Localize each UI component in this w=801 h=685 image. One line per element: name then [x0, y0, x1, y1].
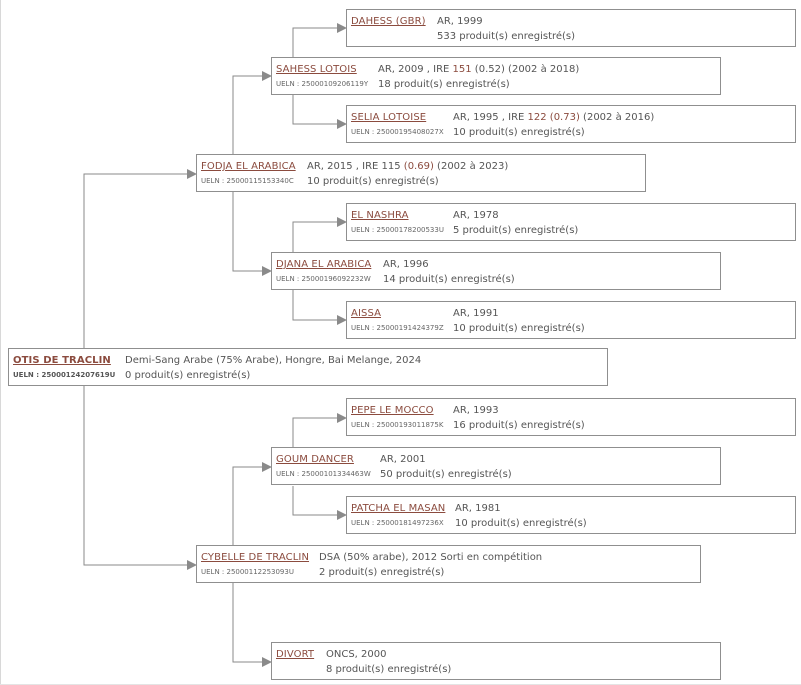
horse-name-link[interactable]: PEPE LE MOCCO	[351, 405, 434, 416]
horse-name-link[interactable]: OTIS DE TRACLIN	[13, 355, 111, 366]
horse-name-link[interactable]: SELIA LOTOISE	[351, 112, 427, 123]
horse-products: 50 produit(s) enregistré(s)	[380, 469, 512, 480]
node-root: OTIS DE TRACLIN UELN : 25000124207619U D…	[8, 348, 608, 386]
connector-dam-dam_dam	[232, 583, 272, 667]
horse-name-link[interactable]: GOUM DANCER	[276, 454, 354, 465]
horse-name-link[interactable]: DAHESS (GBR)	[351, 16, 426, 27]
connector-root-dam	[83, 386, 197, 570]
horse-name-link[interactable]: DJANA EL ARABICA	[276, 259, 372, 270]
horse-info: AR, 1991	[453, 308, 499, 319]
connector-sire_dam-aissa	[292, 290, 347, 325]
node-sire: FODJA EL ARABICA UELN : 25000115153340C …	[196, 154, 646, 192]
connector-sire-sire_sire	[232, 71, 272, 154]
info-text: AR, 1995 , IRE	[453, 112, 528, 123]
horse-name-link[interactable]: PATCHA EL MASAN	[351, 503, 446, 514]
horse-info: AR, 1993	[453, 405, 499, 416]
info-text: (2002 à 2016)	[579, 112, 655, 123]
node-sire-dam: DJANA EL ARABICA UELN : 25000196092232W …	[271, 252, 721, 290]
horse-products: 8 produit(s) enregistré(s)	[326, 664, 452, 675]
connector-sire-sire_dam	[232, 192, 272, 276]
node-dam-sire-sire: PEPE LE MOCCO UELN : 25000193011875K AR,…	[346, 398, 796, 436]
horse-info: DSA (50% arabe), 2012 Sorti en compétiti…	[319, 552, 543, 563]
horse-info: ONCS, 2000	[326, 649, 387, 660]
horse-ueln: UELN : 25000109206119Y	[276, 80, 369, 88]
horse-ueln: UELN : 25000181497236X	[351, 519, 444, 527]
horse-ueln: UELN : 25000112253093U	[201, 568, 294, 576]
horse-info: AR, 2009 , IRE 151 (0.52) (2002 à 2018)	[378, 64, 579, 75]
node-dam-sire-dam: PATCHA EL MASAN UELN : 25000181497236X A…	[346, 496, 796, 534]
node-sire-sire: SAHESS LOTOIS UELN : 25000109206119Y AR,…	[271, 57, 721, 95]
node-sire-dam-sire: EL NASHRA UELN : 25000178200533U AR, 197…	[346, 203, 796, 241]
node-dam-sire: GOUM DANCER UELN : 25000101334463W AR, 2…	[271, 447, 721, 485]
info-text: AR, 2015 , IRE 115	[307, 161, 404, 172]
horse-info: Demi-Sang Arabe (75% Arabe), Hongre, Bai…	[125, 355, 422, 366]
frame-left-border	[0, 0, 1, 685]
ire-value: 151	[452, 64, 472, 75]
horse-info: AR, 1978	[453, 210, 499, 221]
info-text: (0.52) (2002 à 2018)	[471, 64, 580, 75]
horse-info: AR, 2001	[380, 454, 426, 465]
horse-products: 533 produit(s) enregistré(s)	[437, 31, 576, 42]
horse-products: 10 produit(s) enregistré(s)	[453, 127, 585, 138]
node-sire-sire-dam: SELIA LOTOISE UELN : 25000195408027X AR,…	[346, 105, 796, 143]
node-sire-sire-sire: DAHESS (GBR) AR, 1999 533 produit(s) enr…	[346, 9, 796, 47]
connector-dam-dam_sire	[232, 462, 272, 545]
horse-products: 0 produit(s) enregistré(s)	[125, 370, 251, 381]
horse-name-link[interactable]: DIVORT	[276, 649, 315, 660]
horse-info: AR, 1981	[455, 503, 501, 514]
ire-value: 122 (0.73)	[527, 112, 580, 123]
horse-ueln: UELN : 25000101334463W	[276, 470, 371, 478]
horse-name-link[interactable]: SAHESS LOTOIS	[276, 64, 357, 75]
connector-dam_sire-patcha	[292, 486, 347, 520]
info-text: (2002 à 2023)	[433, 161, 509, 172]
horse-ueln: UELN : 25000191424379Z	[351, 324, 444, 332]
horse-products: 10 produit(s) enregistré(s)	[307, 176, 439, 187]
node-sire-dam-dam: AISSA UELN : 25000191424379Z AR, 1991 10…	[346, 301, 796, 339]
horse-name-link[interactable]: CYBELLE DE TRACLIN	[201, 552, 310, 563]
horse-info: AR, 2015 , IRE 115 (0.69) (2002 à 2023)	[307, 161, 508, 172]
horse-info: AR, 1995 , IRE 122 (0.73) (2002 à 2016)	[453, 112, 654, 123]
horse-products: 5 produit(s) enregistré(s)	[453, 225, 579, 236]
connector-root-sire	[83, 169, 197, 348]
connector-sire_sire-dahess	[292, 23, 347, 57]
horse-name-link[interactable]: EL NASHRA	[351, 210, 409, 221]
connector-sire_sire-selia	[292, 95, 347, 129]
node-dam-dam: DIVORT ONCS, 2000 8 produit(s) enregistr…	[271, 642, 721, 680]
connector-sire_dam-elnashra	[292, 217, 347, 252]
horse-products: 2 produit(s) enregistré(s)	[319, 567, 445, 578]
horse-ueln: UELN : 25000195408027X	[351, 128, 444, 136]
horse-products: 10 produit(s) enregistré(s)	[455, 518, 587, 529]
horse-name-link[interactable]: FODJA EL ARABICA	[201, 161, 296, 172]
info-text: AR, 2009 , IRE	[378, 64, 453, 75]
horse-ueln: UELN : 25000196092232W	[276, 275, 371, 283]
horse-info: AR, 1999	[437, 16, 483, 27]
horse-ueln: UELN : 25000193011875K	[351, 421, 444, 429]
ire-value: (0.69)	[403, 161, 434, 172]
horse-products: 18 produit(s) enregistré(s)	[378, 79, 510, 90]
horse-ueln: UELN : 25000178200533U	[351, 226, 444, 234]
horse-products: 16 produit(s) enregistré(s)	[453, 420, 585, 431]
horse-ueln: UELN : 25000124207619U	[13, 371, 116, 379]
horse-ueln: UELN : 25000115153340C	[201, 177, 294, 185]
horse-name-link[interactable]: AISSA	[351, 308, 382, 319]
connector-dam_sire-pepe	[292, 413, 347, 448]
horse-info: AR, 1996	[383, 259, 429, 270]
horse-products: 14 produit(s) enregistré(s)	[383, 274, 515, 285]
node-dam: CYBELLE DE TRACLIN UELN : 25000112253093…	[196, 545, 701, 583]
horse-products: 10 produit(s) enregistré(s)	[453, 323, 585, 334]
